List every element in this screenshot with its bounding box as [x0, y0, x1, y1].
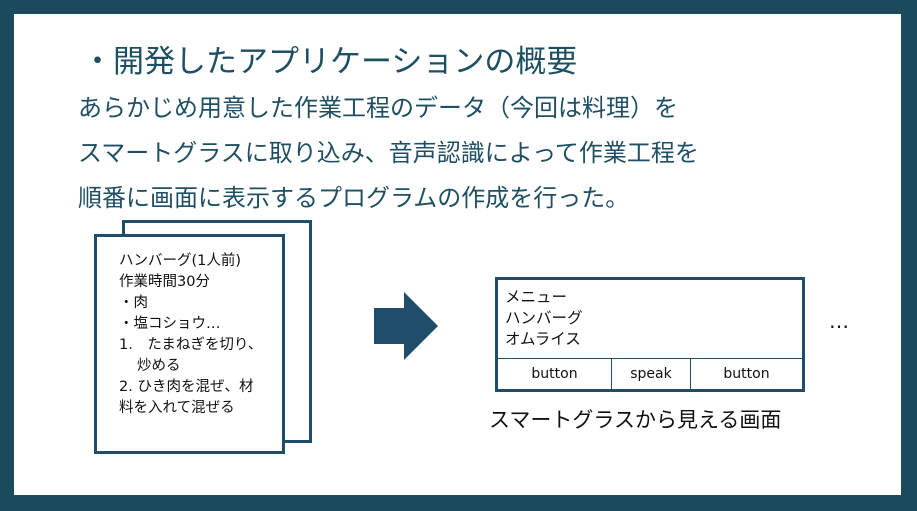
doc-line: 1. たまねぎを切り、: [119, 337, 263, 353]
speak-button[interactable]: speak: [612, 359, 691, 389]
menu-item[interactable]: ハンバーグ: [505, 309, 583, 327]
doc-line: 作業時間30分: [119, 274, 210, 290]
right-button[interactable]: button: [723, 366, 770, 382]
right-arrow-icon: [374, 292, 438, 360]
doc-line: ・肉: [119, 295, 148, 311]
left-button[interactable]: button: [498, 359, 612, 389]
menu-item: メニュー: [505, 288, 568, 306]
slide-title: ・開発したアプリケーションの概要: [82, 44, 578, 80]
recipe-document: ハンバーグ(1人前) 作業時間30分 ・肉 ・塩コショウ… 1. たまねぎを切り…: [94, 234, 285, 454]
description-line: あらかじめ用意した作業工程のデータ（今回は料理）を: [78, 94, 678, 122]
screen-caption: スマートグラスから見える画面: [489, 408, 782, 432]
slide: ・開発したアプリケーションの概要 あらかじめ用意した作業工程のデータ（今回は料理…: [14, 14, 901, 495]
doc-line: ・塩コショウ…: [119, 316, 221, 332]
description-line: スマートグラスに取り込み、音声認識によって作業工程を: [78, 139, 699, 167]
menu-item[interactable]: オムライス: [505, 330, 581, 348]
doc-line: 炒める: [137, 358, 181, 374]
doc-line: 2. ひき肉を混ぜ、材: [119, 379, 254, 395]
button-row: button speak button: [498, 358, 802, 389]
smartglass-screen: メニュー ハンバーグ オムライス button speak button: [495, 277, 805, 392]
doc-line: 料を入れて混ぜる: [119, 400, 235, 416]
menu-list: メニュー ハンバーグ オムライス: [505, 287, 583, 350]
description: あらかじめ用意した作業工程のデータ（今回は料理）を スマートグラスに取り込み、音…: [78, 86, 699, 221]
ellipsis: …: [829, 309, 849, 333]
description-line: 順番に画面に表示するプログラムの作成を行った。: [78, 184, 630, 212]
doc-line: ハンバーグ(1人前): [119, 253, 242, 269]
